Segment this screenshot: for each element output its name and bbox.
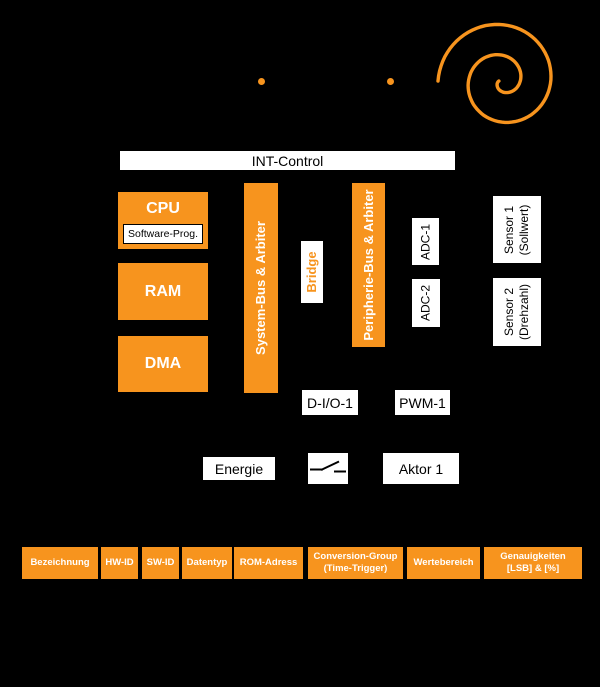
energy-label: Energie	[214, 460, 264, 477]
table-header-cell: HW-ID	[101, 547, 138, 579]
pwm1-box: PWM-1	[395, 390, 450, 415]
table-header-cell: SW-ID	[142, 547, 179, 579]
orange-dot-icon	[257, 77, 265, 85]
energy-box: Energie	[203, 457, 275, 480]
dma-label: DMA	[144, 355, 182, 372]
adc1-label: ADC-1	[418, 223, 432, 260]
orange-dot-icon	[386, 77, 394, 85]
sensor1-label: Sensor 1 (Sollwert)	[502, 204, 531, 255]
software-prog-label: Software-Prog.	[127, 228, 199, 240]
adc2-box: ADC-2	[412, 279, 440, 327]
system-bus-label: System-Bus & Arbiter	[252, 221, 268, 355]
dma-box: DMA	[118, 336, 208, 392]
bridge-label: Bridge	[303, 251, 319, 293]
peripheral-bus-box: Peripherie-Bus & Arbiter	[352, 183, 385, 347]
system-bus-box: System-Bus & Arbiter	[244, 183, 278, 393]
table-header-cell: ROM-Adress	[234, 547, 303, 579]
pwm1-label: PWM-1	[399, 394, 446, 411]
cpu-box: CPU Software-Prog.	[118, 192, 208, 249]
adc1-box: ADC-1	[412, 218, 439, 265]
dio1-box: D-I/O-1	[302, 390, 358, 415]
table-header-cell: Datentyp	[182, 547, 232, 579]
sensor1-box: Sensor 1 (Sollwert)	[493, 196, 541, 263]
actor1-box: Aktor 1	[383, 453, 459, 484]
ram-box: RAM	[118, 263, 208, 320]
switch-box	[308, 453, 348, 484]
table-header-cell: Wertebereich	[407, 547, 480, 579]
ram-label: RAM	[144, 282, 182, 300]
actor1-label: Aktor 1	[398, 460, 444, 477]
dio1-label: D-I/O-1	[307, 394, 353, 411]
int-control-box: INT-Control	[120, 151, 455, 170]
table-header-cell: Conversion-Group (Time-Trigger)	[308, 547, 403, 579]
table-header-cell: Genauigkeiten [LSB] & [%]	[484, 547, 582, 579]
adc2-label: ADC-2	[418, 284, 433, 322]
table-header-cell: Bezeichnung	[22, 547, 98, 579]
peripheral-bus-label: Peripherie-Bus & Arbiter	[360, 189, 376, 341]
int-control-label: INT-Control	[251, 152, 324, 169]
sensor2-box: Sensor 2 (Drehzahl)	[493, 278, 541, 346]
cpu-label: CPU	[146, 200, 180, 217]
software-prog-box: Software-Prog.	[123, 224, 203, 244]
sensor2-label: Sensor 2 (Drehzahl)	[502, 283, 531, 341]
spiral-icon	[436, 22, 553, 125]
open-switch-icon	[310, 460, 346, 473]
bridge-box: Bridge	[301, 241, 323, 303]
